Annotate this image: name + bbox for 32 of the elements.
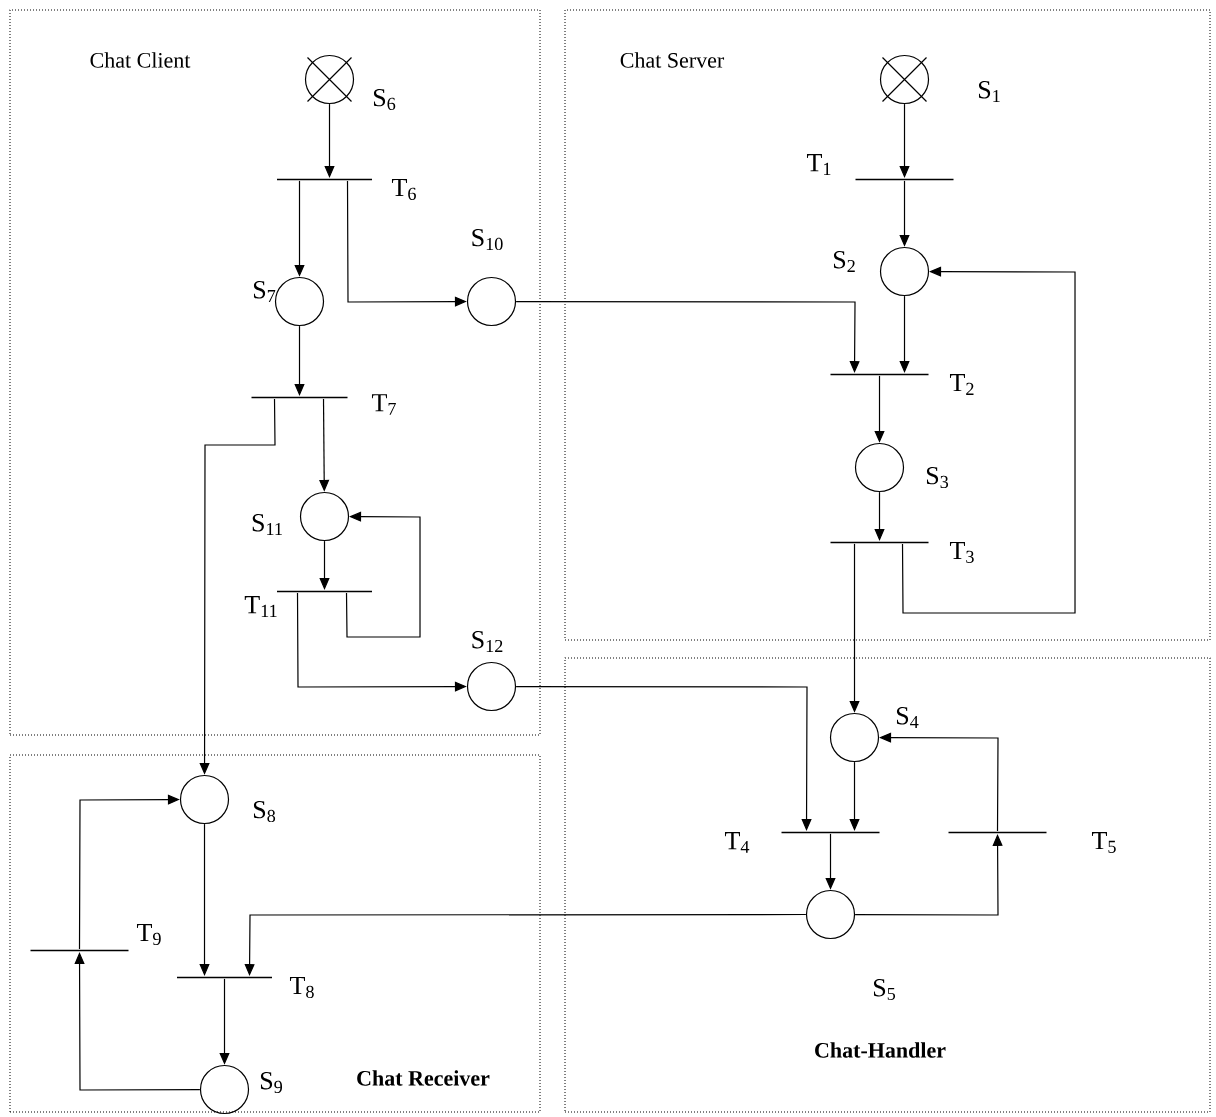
panel <box>564 9 1211 641</box>
transition-label: T$_{5}$ <box>1092 832 1116 853</box>
place-label: S$_{2}$ <box>833 251 855 272</box>
place-label: S$_{5}$ <box>873 978 896 1001</box>
transition-label: T$_{11}$ <box>244 596 277 617</box>
arrow <box>901 266 1076 614</box>
place-label: S$_{12}$ <box>472 631 503 652</box>
place-label: S$_{4}$ <box>896 707 919 728</box>
transition-label: T$_{1}$ <box>807 154 831 175</box>
transition-label: T$_{8}$ <box>290 976 314 999</box>
place-label: S$_{9}$ <box>260 1071 283 1094</box>
panel-title: Chat-Handler <box>815 1042 946 1058</box>
panel-title: Chat Client <box>90 52 191 68</box>
transition-label: T$_{2}$ <box>950 374 974 395</box>
place-label: S$_{7}$ <box>253 281 276 302</box>
panel-title: Chat Receiver <box>357 1070 490 1086</box>
arrow <box>345 511 421 638</box>
panel <box>9 9 541 736</box>
place-label: S$_{6}$ <box>373 88 396 111</box>
transition-label: T$_{4}$ <box>725 832 750 853</box>
place-label: S$_{10}$ <box>472 228 503 251</box>
transition-label: T$_{3}$ <box>950 542 974 563</box>
transition-label: T$_{6}$ <box>392 179 416 200</box>
panel-title: Chat Server <box>620 52 725 68</box>
transition-label: T$_{9}$ <box>137 924 161 945</box>
place-label: S$_{8}$ <box>253 800 276 823</box>
panel <box>564 657 1211 1113</box>
place-label: S$_{11}$ <box>252 514 282 535</box>
place-label: S$_{3}$ <box>926 466 949 489</box>
panel <box>9 754 541 1113</box>
place-label: S$_{1}$ <box>978 81 1000 102</box>
transition-label: T$_{7}$ <box>372 394 396 415</box>
